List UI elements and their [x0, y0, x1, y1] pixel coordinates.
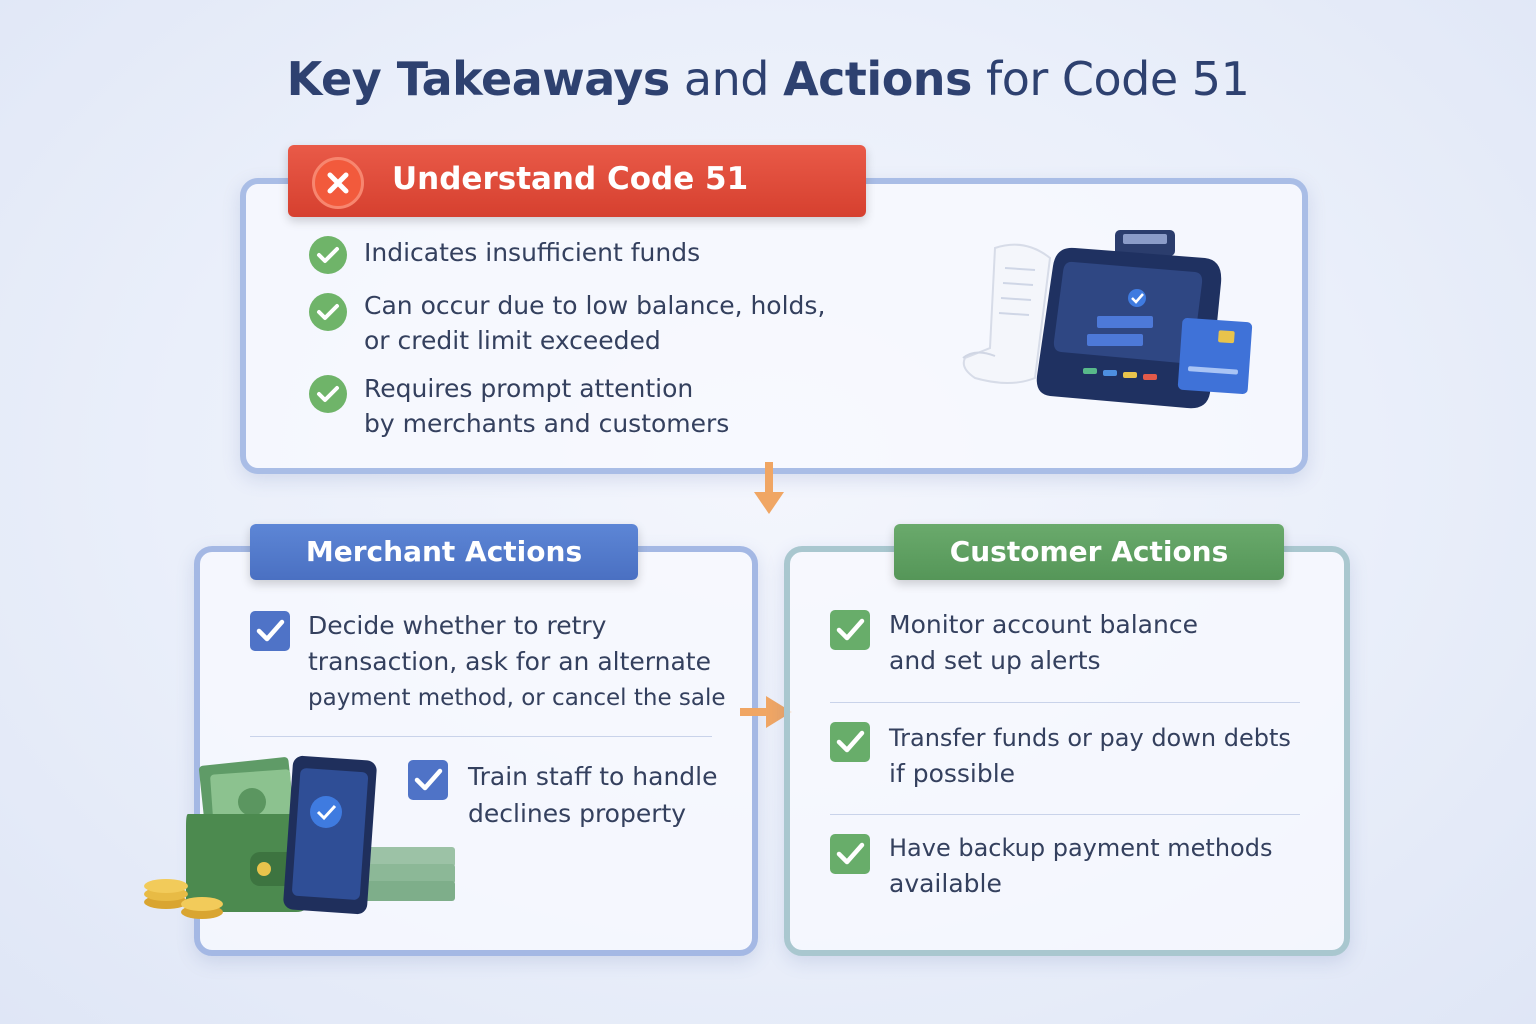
understand-item-2-line-1: Can occur due to low balance, holds,	[364, 291, 826, 320]
customer-heading: Customer Actions	[949, 535, 1229, 568]
merchant-item-1: Decide whether to retry transaction, ask…	[308, 608, 726, 716]
arrow-down-icon	[754, 462, 784, 514]
customer-item-2: Transfer funds or pay down debts if poss…	[889, 720, 1291, 792]
title-part-key-takeaways: Key Takeaways	[286, 52, 671, 106]
merchant-item-1-line-2: transaction, ask for an alternate	[308, 647, 711, 676]
understand-banner: Understand Code 51	[288, 145, 866, 217]
customer-item-3: Have backup payment methods available	[889, 830, 1272, 902]
customer-item-1-line-1: Monitor account balance	[889, 610, 1198, 639]
customer-banner: Customer Actions	[894, 524, 1284, 580]
checkbox-checked-icon	[830, 722, 870, 762]
understand-item-3-line-2: by merchants and customers	[364, 409, 730, 438]
divider	[830, 814, 1300, 815]
understand-item-3-line-1: Requires prompt attention	[364, 374, 694, 403]
customer-item-1-line-2: and set up alerts	[889, 646, 1101, 675]
merchant-item-2-line-1: Train staff to handle	[468, 762, 718, 791]
customer-item-2-line-2: if possible	[889, 759, 1016, 788]
understand-item-1-line-1: Indicates insufficient funds	[364, 238, 701, 267]
merchant-heading: Merchant Actions	[305, 535, 583, 568]
customer-item-3-line-2: available	[889, 869, 1002, 898]
merchant-item-2: Train staff to handle declines property	[468, 758, 718, 832]
checkbox-checked-icon	[830, 610, 870, 650]
title-part-and: and	[683, 52, 770, 106]
card-payment-terminal-icon	[962, 230, 1253, 409]
page-title: Key Takeaways and Actions for Code 51	[0, 52, 1536, 106]
divider	[830, 702, 1300, 703]
understand-item-2-line-2: or credit limit exceeded	[364, 326, 661, 355]
customer-item-3-line-1: Have backup payment methods	[889, 834, 1273, 862]
title-part-actions: Actions	[783, 52, 972, 106]
customer-item-1: Monitor account balance and set up alert…	[889, 607, 1198, 679]
checkbox-checked-icon	[408, 760, 448, 800]
check-icon	[309, 236, 347, 274]
check-icon	[309, 293, 347, 331]
divider	[250, 736, 712, 737]
merchant-banner: Merchant Actions	[250, 524, 638, 580]
customer-panel	[784, 546, 1350, 956]
understand-item-3: Requires prompt attention by merchants a…	[364, 371, 729, 441]
x-circle-icon	[312, 157, 364, 209]
title-part-code: for Code 51	[986, 52, 1250, 106]
understand-heading: Understand Code 51	[392, 161, 749, 197]
wallet-phone-coins-icon	[144, 755, 455, 919]
merchant-item-1-line-3: payment method, or cancel the sale	[308, 685, 726, 711]
understand-item-2: Can occur due to low balance, holds, or …	[364, 288, 825, 358]
customer-item-2-line-1: Transfer funds or pay down debts	[889, 724, 1291, 752]
checkbox-checked-icon	[250, 611, 290, 651]
checkbox-checked-icon	[830, 834, 870, 874]
merchant-item-2-line-2: declines property	[468, 799, 687, 828]
merchant-item-1-line-1: Decide whether to retry	[308, 611, 607, 640]
arrow-right-icon	[740, 696, 792, 728]
check-icon	[309, 375, 347, 413]
understand-item-1: Indicates insufficient funds	[364, 235, 700, 270]
